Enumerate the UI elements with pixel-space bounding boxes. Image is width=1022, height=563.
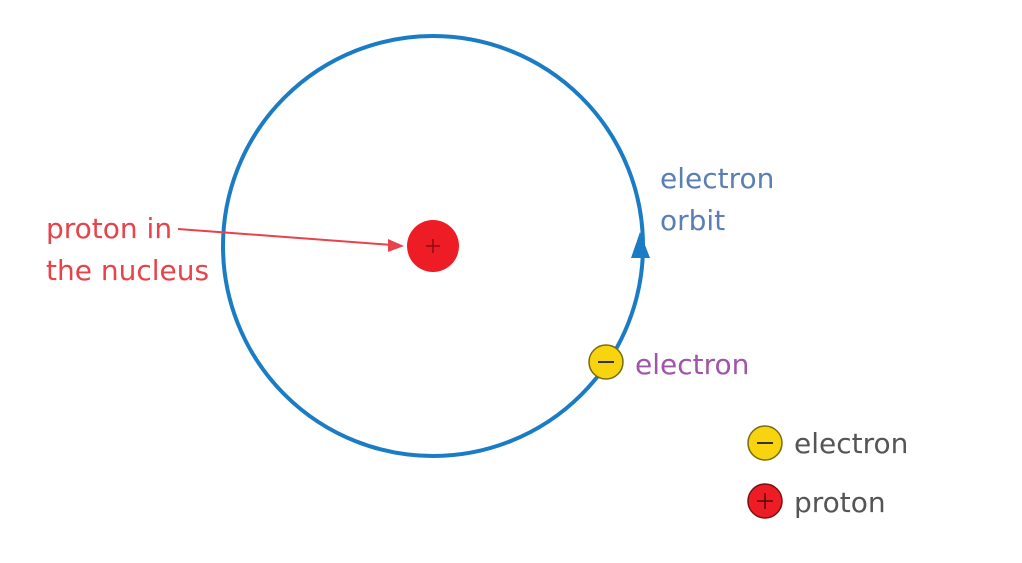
proton-label-line1: proton in <box>46 212 172 245</box>
legend-item-electron: electron <box>747 425 908 461</box>
orbit-direction-arrow-icon <box>631 232 650 258</box>
proton-label-line2: the nucleus <box>46 254 209 287</box>
orbit-label-line1: electron <box>660 162 774 195</box>
legend: electron proton <box>747 425 908 519</box>
legend-label: proton <box>794 486 886 519</box>
nucleus-proton <box>407 220 459 272</box>
electron-label: electron <box>635 348 749 381</box>
legend-label: electron <box>794 427 908 460</box>
proton-pointer-arrow <box>177 228 404 252</box>
orbit-label-line2: orbit <box>660 204 725 237</box>
legend-item-proton: proton <box>747 483 886 519</box>
orbiting-electron <box>588 344 624 380</box>
